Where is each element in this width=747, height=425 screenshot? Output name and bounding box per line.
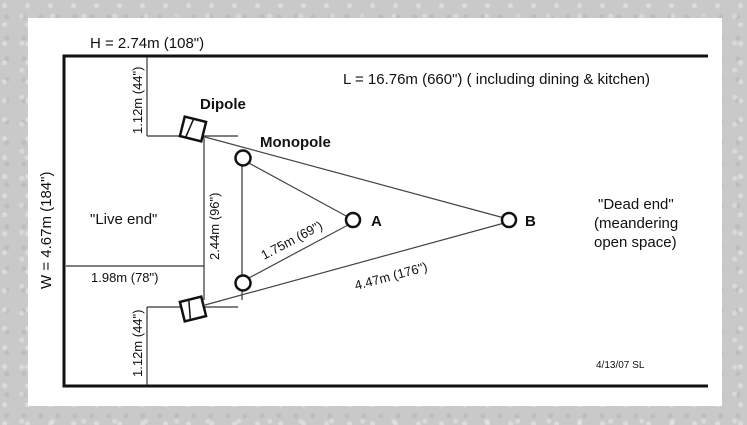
dipole-speaker-bottom [178,295,208,323]
dead-end-label-line1: "Dead end" [598,196,674,213]
ray-monopole-bottom-to-a [246,224,349,280]
ray-dipole-bottom-to-b [204,221,509,306]
speaker-spacing-label: 2.44m (96") [207,193,222,260]
point-a-label: A [371,213,382,230]
dipole-box-bottom [178,295,208,323]
width-label: W = 4.67m (184") [38,172,55,289]
room-walls [62,54,708,388]
length-label: L = 16.76m (660") ( including dining & k… [343,71,650,88]
dipole-driver-bottom [188,300,192,320]
live-end-label: "Live end" [90,211,157,228]
listening-point-b-marker [500,211,518,229]
point-b-label: B [525,213,536,230]
top-gap-label: 1.12m (44") [130,67,145,134]
monopole-speaker-bottom [234,274,252,292]
ray-dipole-top-to-b [204,136,509,220]
side-distance-label: 1.98m (78") [91,270,158,285]
monopole-speaker-top [234,149,252,167]
monopole-label: Monopole [260,134,331,151]
listening-point-a-marker [344,211,362,229]
ray-monopole-top-to-a [246,161,349,218]
bottom-gap-label: 1.12m (44") [130,310,145,377]
dead-end-label-line2: (meandering [594,215,678,232]
paper-sheet [28,18,722,406]
height-label: H = 2.74m (108") [90,35,204,52]
signature-label: 4/13/07 SL [596,360,645,371]
dipole-driver-top [185,119,194,137]
listening-rays [204,136,509,306]
dead-end-label-line3: open space) [594,234,677,251]
dipole-speaker-top [178,115,208,143]
dipole-label: Dipole [200,96,246,113]
